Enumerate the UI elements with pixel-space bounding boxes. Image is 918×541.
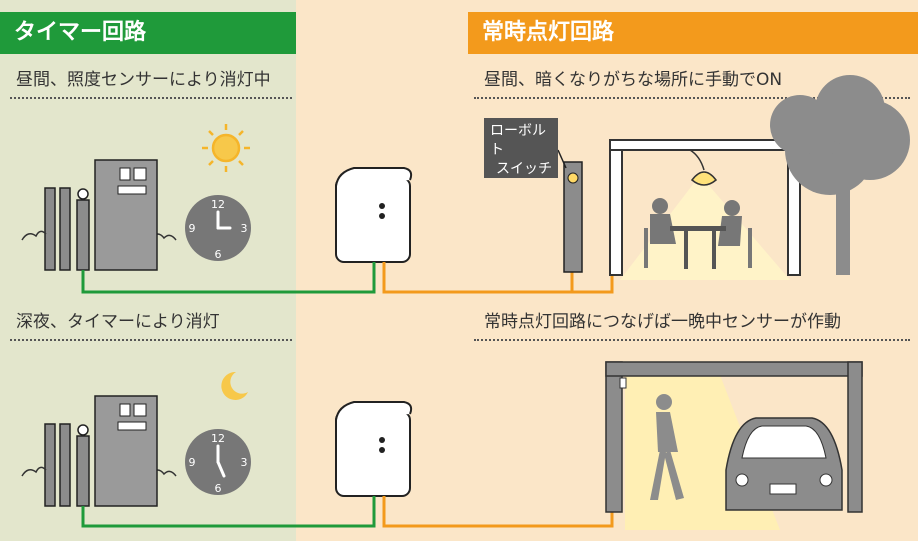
clock-icon-night: 12 3 6 9: [185, 429, 251, 495]
green-wire-top: [81, 262, 376, 294]
walking-person: [650, 394, 684, 500]
fence-bars-top: [44, 187, 71, 271]
clock-day-9: 9: [189, 222, 196, 235]
low-voltage-switch-label: ローボルト スイッチ: [484, 118, 558, 178]
mailbox-unit-bottom: [94, 395, 158, 507]
gate-post-bottom: [76, 424, 90, 507]
clock-icon-day: 12 3 6 9: [185, 195, 251, 261]
moon-icon: [221, 371, 248, 400]
garage-sensor-light: [619, 377, 627, 389]
constant-circuit-header: 常時点灯回路: [468, 12, 918, 54]
timer-circuit-header: タイマー回路: [0, 12, 296, 54]
green-wire-bottom: [81, 496, 376, 528]
car-silhouette: [725, 417, 843, 511]
switch-post: [563, 161, 583, 273]
fence-bars-bottom: [44, 423, 71, 507]
divider-top-right: [474, 97, 910, 99]
sun-icon: [202, 124, 250, 172]
clock-night-12: 12: [211, 432, 225, 445]
gate-post-top: [76, 188, 90, 271]
people-at-table: [644, 198, 752, 269]
clock-day-12: 12: [211, 198, 225, 211]
orange-wire-bottom: [382, 496, 614, 528]
mailbox-unit-top: [94, 159, 158, 271]
pendant-lamp: [689, 149, 718, 186]
orange-wire-top: [382, 262, 574, 294]
garage-frame: [605, 361, 863, 513]
clock-night-6: 6: [215, 482, 222, 495]
switch-label-line1: ローボルト: [490, 123, 546, 158]
caption-night: 深夜、タイマーにより消灯: [16, 312, 220, 332]
clock-day-3: 3: [241, 222, 248, 235]
caption-top-right: 昼間、暗くなりがちな場所に手動でON: [484, 70, 783, 90]
divider-bottom-right: [474, 339, 910, 341]
switch-label-line2: スイッチ: [496, 161, 552, 177]
divider-night: [10, 339, 292, 341]
orange-wire-pergola: [572, 275, 614, 294]
clock-day-6: 6: [215, 248, 222, 261]
controller-box-bottom: [335, 401, 413, 497]
divider-day: [10, 97, 292, 99]
controller-box-top: [335, 167, 413, 263]
caption-bottom-right: 常時点灯回路につなげば一晩中センサーが作動: [484, 312, 841, 332]
tree-silhouette: [770, 75, 910, 275]
switch-pointer: [557, 149, 567, 169]
clock-night-3: 3: [241, 456, 248, 469]
clock-night-9: 9: [189, 456, 196, 469]
caption-day: 昼間、照度センサーにより消灯中: [16, 70, 271, 90]
